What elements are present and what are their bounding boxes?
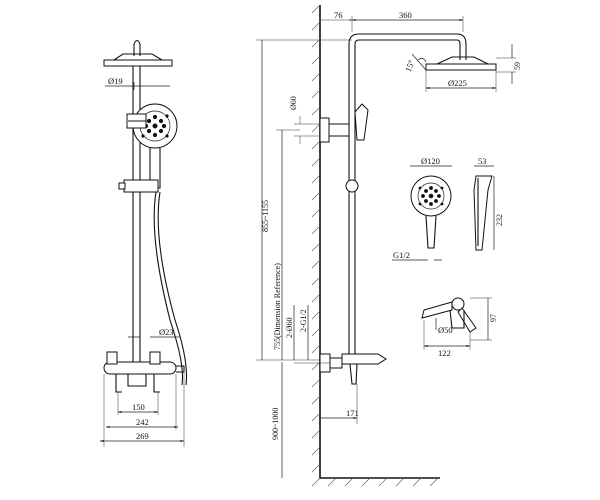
dim-269: 269: [136, 431, 149, 441]
overhead-head-side: [425, 63, 497, 71]
mixer-handle-detail: 97 Ø50 122: [421, 297, 498, 358]
extension-lines-bottom: [103, 372, 185, 447]
hose-inner: [157, 191, 188, 386]
angle-line: [411, 53, 427, 71]
mixer-wall-connectors: [115, 374, 160, 393]
mixer-connector-side: [329, 357, 343, 369]
wall-bracket-upper: [319, 117, 330, 143]
overhead-shower-head: [103, 59, 173, 67]
spout-side: [349, 363, 358, 385]
dim-d120: Ø120: [421, 156, 440, 166]
dim-ext-855: [256, 39, 352, 361]
side-riser: [348, 44, 356, 355]
dim-855-1155: 855~1155: [261, 200, 270, 232]
front-view: Ø19 Ø23: [100, 39, 188, 447]
hose-outer: [153, 191, 183, 386]
dim-d225: Ø225: [448, 78, 467, 88]
detail-handle: [425, 215, 437, 249]
overhead-arm: [348, 33, 467, 60]
dim-232: 232: [495, 214, 504, 226]
mixer-body: [103, 361, 177, 375]
dim-angle-15: 15°: [403, 59, 416, 74]
dim-2-d60: 2-Ø60: [285, 318, 294, 338]
hand-shower-detail: Ø120 G1/2 53 232: [392, 156, 504, 261]
dim-ext-360: [351, 16, 464, 32]
hand-shower-side: [354, 103, 369, 141]
dim-g12: G1/2: [393, 250, 410, 260]
mixer-left-handle: [106, 351, 118, 365]
overhead-head-dome: [436, 56, 489, 65]
dim-ext-97: [470, 297, 492, 341]
dim-97: 97: [489, 314, 498, 322]
dim-242: 242: [136, 417, 149, 427]
wall-and-floor: [319, 5, 440, 479]
detail-shower-ring: [417, 182, 445, 210]
dim-360: 360: [399, 10, 412, 20]
top-pipe-cap: [133, 39, 141, 45]
dim-ext-d225: [425, 70, 497, 92]
dim-d50: Ø50: [438, 325, 453, 335]
mixer-handle-lever-left: [421, 301, 453, 319]
dim-76: 76: [334, 10, 343, 20]
mixer-right-handle: [149, 351, 161, 365]
hose-connector: [176, 365, 185, 373]
dim-171: 171: [346, 408, 359, 418]
spout: [127, 374, 147, 387]
slide-bracket-side: [345, 179, 359, 193]
angle-arc: [417, 58, 427, 63]
dim-122: 122: [438, 348, 451, 358]
bracket-knob: [118, 182, 126, 190]
dim-d60: Ø60: [289, 96, 298, 110]
overhead-shower-top: [113, 53, 163, 61]
dim-2-g12: 2-G1/2: [299, 309, 308, 332]
dim-line-connectors: [293, 305, 309, 360]
detail-shower-profile: [473, 175, 493, 251]
dim-ext-122: [423, 320, 471, 350]
side-view: 76 360 15° 59 Ø225 Ø60 855~1155 755(Dim: [256, 4, 522, 487]
mixer-handle-body: [449, 309, 465, 329]
dim-59: 59: [513, 62, 522, 70]
dim-ext-59: [496, 57, 516, 73]
dim-53: 53: [478, 156, 487, 166]
dim-d19: Ø19: [108, 76, 123, 86]
dim-d23: Ø23: [159, 327, 174, 337]
mixer-body-side: [341, 353, 387, 365]
detail-nozzles: [418, 186, 444, 206]
dim-755-reference: 755(Dimension Reference): [273, 263, 282, 350]
sliding-bracket: [123, 179, 159, 193]
dim-900-1000: 900~1000: [271, 408, 280, 440]
wall-hatching: [311, 4, 439, 487]
bracket-arm-upper: [328, 123, 350, 137]
dim-150: 150: [132, 402, 145, 412]
